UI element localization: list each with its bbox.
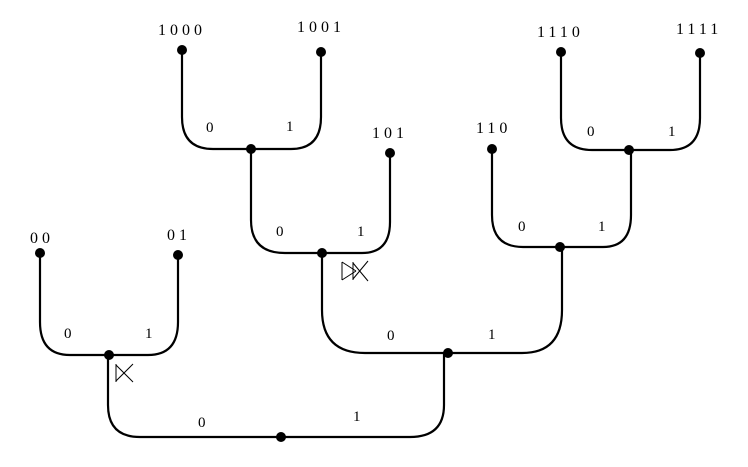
wire-node10-101 (320, 151, 392, 255)
branch-label-node1-1: 1 (488, 327, 496, 343)
branch-label-root-0: 0 (198, 415, 206, 431)
leaf-node-110 (487, 144, 497, 154)
leaf-node-1111 (695, 48, 705, 58)
wire-node0-01 (106, 253, 180, 357)
branch-label-root-1: 1 (353, 409, 361, 425)
branch-label-node11-1: 1 (598, 219, 606, 235)
node-1 (443, 348, 453, 358)
leaf-label-01: 01 (167, 227, 191, 244)
node-0 (104, 350, 114, 360)
wire-node111-1110 (559, 50, 631, 152)
branch-label-node111-1: 1 (668, 124, 676, 140)
branch-label-node1-0: 0 (387, 328, 395, 344)
wire-node1-10 (320, 251, 450, 355)
leaf-node-1001 (316, 47, 326, 57)
leaf-label-1000: 1000 (158, 22, 206, 39)
wire-root-left (106, 353, 283, 439)
wire-node111-1111 (627, 51, 702, 152)
node-111 (624, 145, 634, 155)
wire-node10-100 (249, 147, 324, 255)
leaf-label-00: 00 (30, 230, 54, 247)
wire-root-right (279, 351, 446, 439)
wire-node1-11 (446, 245, 564, 355)
wire-node11-111 (558, 148, 633, 249)
branch-label-node10-1: 1 (357, 224, 365, 240)
branch-label-node10-0: 0 (276, 224, 284, 240)
wire-node100-1000 (180, 48, 253, 151)
branch-label-node11-0: 0 (518, 219, 526, 235)
branch-label-node0-1: 1 (145, 326, 153, 342)
leaf-label-1001: 1001 (297, 19, 345, 36)
wire-node0-00 (38, 251, 110, 357)
node-11 (555, 242, 565, 252)
leaf-label-110: 110 (476, 120, 511, 137)
node-100 (246, 144, 256, 154)
leaf-node-00 (35, 248, 45, 258)
node-root (276, 432, 286, 442)
leaf-node-1000 (177, 45, 187, 55)
branch-label-node0-0: 0 (64, 326, 72, 342)
valve-icon (115, 363, 134, 383)
leaf-label-101: 101 (372, 125, 408, 142)
leaf-node-01 (173, 250, 183, 260)
leaf-node-101 (385, 148, 395, 158)
wire-node11-110 (490, 147, 562, 249)
branch-label-node100-0: 0 (206, 120, 214, 136)
leaf-label-1110: 1110 (537, 24, 584, 41)
leaf-label-1111: 1111 (676, 21, 722, 38)
node-10 (317, 248, 327, 258)
valve-icon (341, 260, 369, 282)
leaf-node-1110 (556, 47, 566, 57)
wire-node100-1001 (249, 50, 323, 151)
branch-label-node111-0: 0 (587, 124, 595, 140)
branch-label-node100-1: 1 (286, 119, 294, 135)
